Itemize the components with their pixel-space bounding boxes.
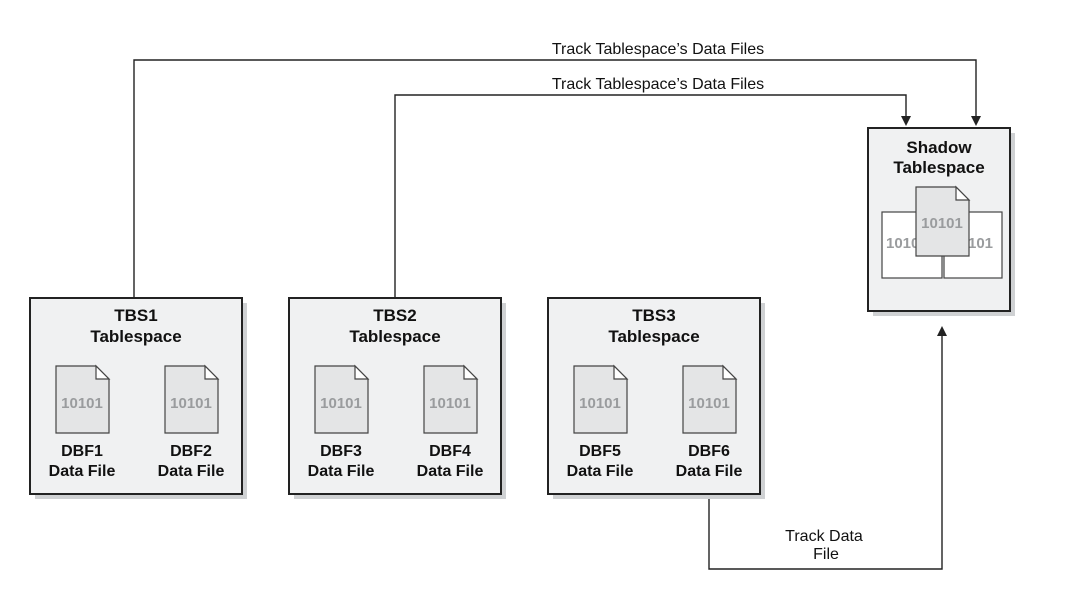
tablespace-tbs2: TBS2 Tablespace 10101 DBF3 Data File 101… bbox=[288, 297, 506, 499]
data-file-icon bbox=[164, 364, 220, 434]
data-file-dbf5: 10101 DBF5 Data File bbox=[567, 364, 634, 480]
edge-label-tbs1: Track Tablespace’s Data Files bbox=[552, 41, 764, 58]
data-file-dbf2: 10101 DBF2 Data File bbox=[158, 364, 225, 480]
tablespace-label: Tablespace bbox=[608, 327, 699, 346]
tablespace-name: TBS3 bbox=[632, 306, 675, 325]
edge-label-dbf6-line1: Track Data bbox=[785, 528, 863, 545]
file-bits: 1010 bbox=[886, 235, 919, 252]
arrowhead-icon bbox=[901, 116, 911, 126]
data-file-dbf6: 10101 DBF6 Data File bbox=[676, 364, 743, 480]
edge-tbs2-to-shadow: Track Tablespace’s Data Files bbox=[394, 76, 911, 298]
file-name: DBF1 bbox=[61, 443, 103, 460]
data-file-icon bbox=[573, 364, 629, 434]
edge-tbs1-to-shadow: Track Tablespace’s Data Files bbox=[133, 41, 981, 298]
edge-label-tbs2: Track Tablespace’s Data Files bbox=[552, 76, 764, 93]
shadow-file-front: 10101 bbox=[915, 185, 971, 257]
arrowhead-icon bbox=[937, 326, 947, 336]
file-bits: 10101 bbox=[921, 215, 963, 232]
tablespace-label: Tablespace bbox=[349, 327, 440, 346]
file-name: DBF5 bbox=[579, 443, 621, 460]
data-file-dbf1: 10101 DBF1 Data File bbox=[49, 364, 116, 480]
file-bits: 10101 bbox=[320, 395, 362, 412]
file-type: Data File bbox=[49, 463, 116, 480]
shadow-title: Shadow bbox=[906, 138, 972, 157]
file-type: Data File bbox=[567, 463, 634, 480]
file-bits: 10101 bbox=[688, 395, 730, 412]
tablespace-tbs1: TBS1 Tablespace 10101 DBF1 Data File 101… bbox=[29, 297, 247, 499]
file-bits: 101 bbox=[968, 235, 993, 252]
edge-label-dbf6-line2: File bbox=[813, 546, 839, 563]
data-file-icon bbox=[915, 185, 971, 257]
file-name: DBF6 bbox=[688, 443, 730, 460]
arrowhead-icon bbox=[971, 116, 981, 126]
data-file-icon bbox=[423, 364, 479, 434]
tablespace-name: TBS1 bbox=[114, 306, 157, 325]
shadow-tablespace: Shadow Tablespace 1010 101 10101 bbox=[867, 127, 1015, 316]
tablespace-name: TBS2 bbox=[373, 306, 416, 325]
data-file-icon bbox=[55, 364, 111, 434]
file-name: DBF3 bbox=[320, 443, 362, 460]
file-name: DBF2 bbox=[170, 443, 212, 460]
file-bits: 10101 bbox=[429, 395, 471, 412]
shadow-label: Tablespace bbox=[893, 158, 984, 177]
tablespace-tbs3: TBS3 Tablespace 10101 DBF5 Data File 101… bbox=[547, 297, 765, 499]
tablespace-label: Tablespace bbox=[90, 327, 181, 346]
file-type: Data File bbox=[158, 463, 225, 480]
data-file-icon bbox=[314, 364, 370, 434]
file-type: Data File bbox=[417, 463, 484, 480]
file-bits: 10101 bbox=[170, 395, 212, 412]
file-type: Data File bbox=[308, 463, 375, 480]
file-type: Data File bbox=[676, 463, 743, 480]
file-name: DBF4 bbox=[429, 443, 471, 460]
data-file-dbf4: 10101 DBF4 Data File bbox=[417, 364, 484, 480]
file-bits: 10101 bbox=[579, 395, 621, 412]
data-file-icon bbox=[682, 364, 738, 434]
file-bits: 10101 bbox=[61, 395, 103, 412]
data-file-dbf3: 10101 DBF3 Data File bbox=[308, 364, 375, 480]
